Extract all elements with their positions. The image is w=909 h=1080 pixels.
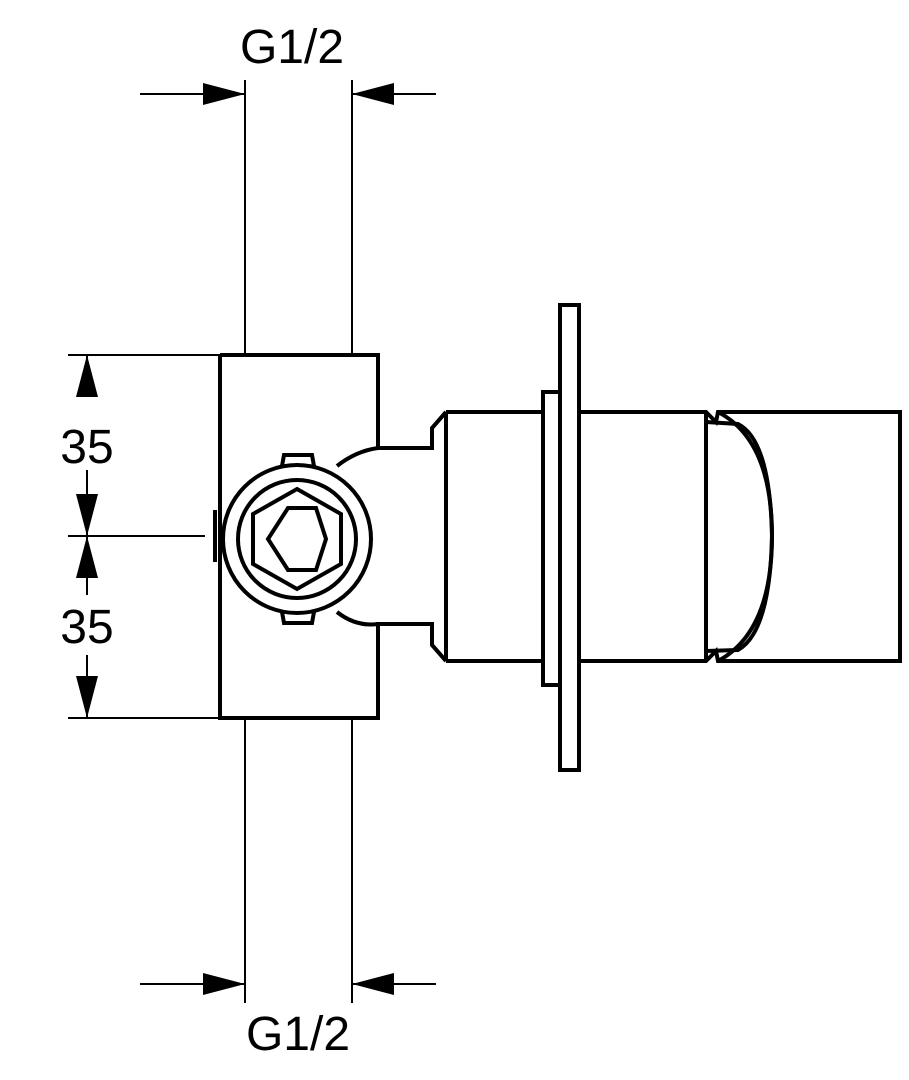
bottom-thread-dimension: G1/2 — [140, 718, 436, 1061]
lower-spacing-label: 35 — [60, 601, 113, 654]
lower-top-arrow — [76, 536, 98, 578]
lower-bottom-arrow — [76, 676, 98, 718]
handle-body — [579, 410, 902, 663]
handle-lever — [705, 420, 775, 653]
bottom-thread-label: G1/2 — [246, 1008, 350, 1061]
top-thread-label: G1/2 — [240, 21, 344, 74]
upper-top-arrow — [76, 355, 98, 397]
top-left-arrow — [203, 83, 245, 105]
bottom-right-arrow — [352, 973, 394, 995]
wall-flange — [541, 303, 581, 772]
upper-bottom-arrow — [76, 494, 98, 536]
top-thread-dimension: G1/2 — [140, 21, 436, 355]
upper-spacing-label: 35 — [60, 421, 113, 474]
cartridge-sleeve — [444, 410, 543, 663]
hex-socket — [251, 486, 343, 592]
vertical-spacing-dimension: 35 35 — [60, 354, 220, 719]
square-drive — [265, 506, 329, 572]
bottom-left-arrow — [203, 973, 245, 995]
valve-body — [213, 353, 448, 720]
top-right-arrow — [352, 83, 394, 105]
side-inlet-port — [221, 446, 379, 627]
